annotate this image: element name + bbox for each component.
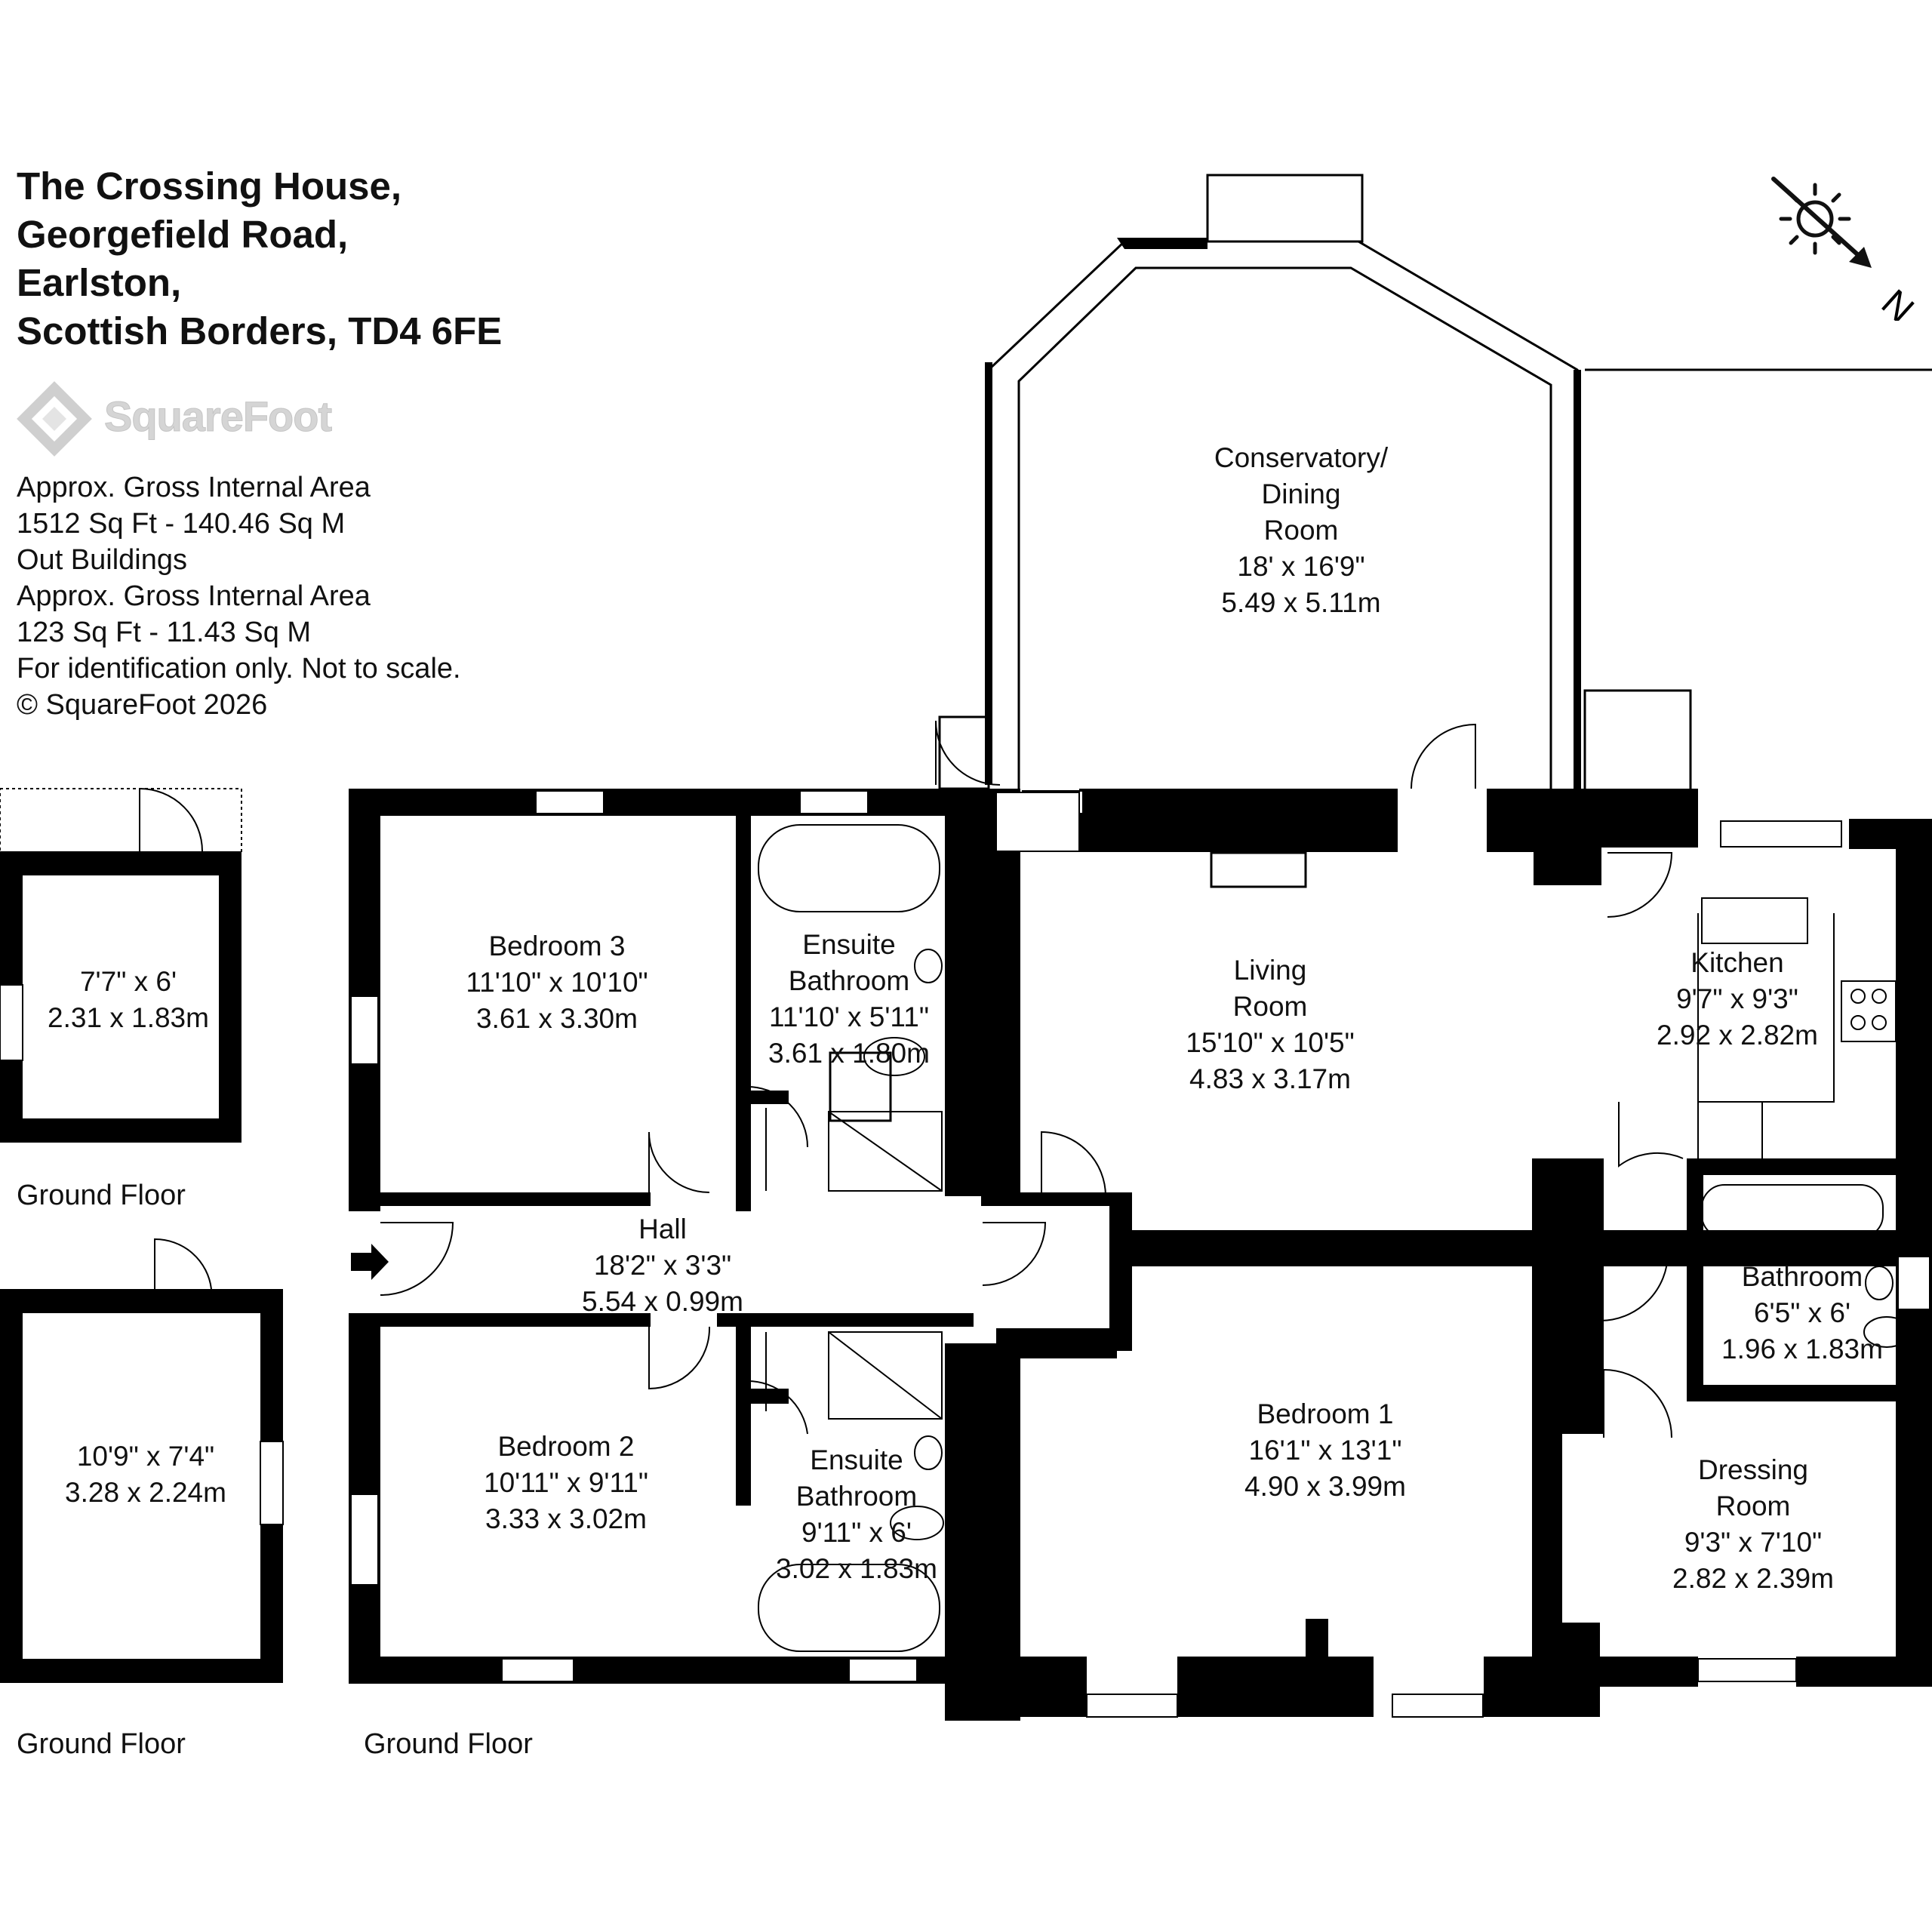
address-line-3: Earlston, — [17, 261, 182, 304]
room-dimensions-imperial: 15'10" x 10'5" — [1186, 1027, 1355, 1058]
room-dimensions-imperial: 16'1" x 13'1" — [1248, 1435, 1402, 1466]
room-name: Living — [1233, 955, 1307, 986]
room-dimensions-imperial: 9'11" x 6' — [801, 1517, 912, 1548]
room-dimensions-metric: 2.92 x 2.82m — [1657, 1020, 1818, 1051]
info-line: Approx. Gross Internal Area — [17, 472, 371, 503]
room-bathroom-label: Bathroom 6'5" x 6' 1.96 x 1.83m — [1721, 1259, 1883, 1367]
room-dimensions-metric: 5.49 x 5.11m — [1221, 587, 1381, 618]
room-dimensions-metric: 4.90 x 3.99m — [1244, 1471, 1406, 1502]
room-dimensions-imperial: 9'7" x 9'3" — [1676, 983, 1798, 1014]
squarefoot-logo-icon — [17, 381, 92, 457]
area-info: Approx. Gross Internal Area 1512 Sq Ft -… — [17, 469, 461, 723]
room-name: Bathroom — [1741, 1261, 1863, 1292]
room-name: Bedroom 1 — [1257, 1398, 1394, 1429]
room-ensuite1-label: Ensuite Bathroom 11'10' x 5'11" 3.61 x 1… — [768, 927, 930, 1072]
room-name: Bedroom 2 — [497, 1431, 635, 1462]
room-name: Room — [1715, 1491, 1791, 1521]
info-line: 123 Sq Ft - 11.43 Sq M — [17, 617, 312, 648]
room-dimensions-metric: 3.28 x 2.24m — [65, 1477, 226, 1508]
info-line: Out Buildings — [17, 544, 188, 576]
property-address: The Crossing House, Georgefield Road, Ea… — [17, 162, 502, 355]
room-dimensions-metric: 2.31 x 1.83m — [48, 1002, 209, 1033]
address-line-4: Scottish Borders, TD4 6FE — [17, 309, 503, 352]
squarefoot-logo: SquareFoot — [15, 381, 355, 464]
room-name: Dressing — [1698, 1454, 1808, 1485]
info-line: 1512 Sq Ft - 140.46 Sq M — [17, 508, 346, 540]
room-dimensions-metric: 3.02 x 1.83m — [776, 1553, 937, 1584]
room-name: Ensuite — [810, 1444, 903, 1475]
room-dimensions-imperial: 10'9" x 7'4" — [76, 1441, 215, 1472]
room-hall-label: Hall 18'2" x 3'3" 5.54 x 0.99m — [582, 1211, 743, 1320]
room-bedroom2-label: Bedroom 2 10'11" x 9'11" 3.33 x 3.02m — [484, 1429, 648, 1537]
address-line-1: The Crossing House, — [17, 165, 402, 208]
room-dimensions-imperial: 18' x 16'9" — [1237, 551, 1365, 582]
room-dimensions-metric: 4.83 x 3.17m — [1189, 1063, 1351, 1094]
room-bedroom3-label: Bedroom 3 11'10" x 10'10" 3.61 x 3.30m — [466, 928, 648, 1037]
room-kitchen-label: Kitchen 9'7" x 9'3" 2.92 x 2.82m — [1657, 945, 1818, 1054]
room-dimensions-metric: 1.96 x 1.83m — [1721, 1334, 1883, 1364]
room-dimensions-metric: 3.61 x 3.30m — [476, 1003, 638, 1034]
room-dimensions-metric: 3.33 x 3.02m — [485, 1503, 647, 1534]
room-name: Bedroom 3 — [488, 931, 626, 961]
outbuilding2-label: 10'9" x 7'4" 3.28 x 2.24m — [65, 1438, 226, 1511]
room-ensuite2-label: Ensuite Bathroom 9'11" x 6' 3.02 x 1.83m — [776, 1442, 937, 1587]
room-dimensions-imperial: 18'2" x 3'3" — [593, 1250, 732, 1281]
room-name: Bathroom — [795, 1481, 918, 1512]
room-name: Conservatory/ — [1214, 442, 1389, 473]
room-dimensions-imperial: 9'3" x 7'10" — [1684, 1527, 1823, 1558]
room-dressing-label: Dressing Room 9'3" x 7'10" 2.82 x 2.39m — [1672, 1452, 1834, 1597]
room-dimensions-metric: 5.54 x 0.99m — [582, 1286, 743, 1317]
floor-label-outbuilding2: Ground Floor — [17, 1728, 186, 1760]
address-line-2: Georgefield Road, — [17, 213, 349, 256]
logo-text: SquareFoot — [103, 392, 332, 441]
room-dimensions-imperial: 6'5" x 6' — [1753, 1297, 1851, 1328]
room-dimensions-imperial: 7'7" x 6' — [79, 966, 177, 997]
info-line: For identification only. Not to scale. — [17, 653, 461, 685]
floor-label-main: Ground Floor — [364, 1728, 533, 1760]
room-name: Room — [1232, 991, 1308, 1022]
info-line: Approx. Gross Internal Area — [17, 580, 371, 612]
room-dimensions-metric: 3.61 x 1.80m — [768, 1038, 930, 1069]
room-dimensions-metric: 2.82 x 2.39m — [1672, 1563, 1834, 1594]
room-name: Kitchen — [1690, 947, 1784, 978]
floor-label-outbuilding1: Ground Floor — [17, 1180, 186, 1211]
room-name: Bathroom — [788, 965, 910, 996]
outbuilding1-label: 7'7" x 6' 2.31 x 1.83m — [48, 964, 209, 1036]
room-name: Dining — [1261, 478, 1341, 509]
room-name: Hall — [638, 1214, 687, 1244]
room-conservatory-label: Conservatory/ Dining Room 18' x 16'9" 5.… — [1214, 440, 1388, 621]
room-dimensions-imperial: 11'10" x 10'10" — [466, 967, 648, 998]
room-name: Ensuite — [802, 929, 896, 960]
copyright-line: © SquareFoot 2026 — [17, 689, 268, 721]
room-bedroom1-label: Bedroom 1 16'1" x 13'1" 4.90 x 3.99m — [1244, 1396, 1406, 1505]
room-name: Room — [1263, 515, 1339, 546]
room-dimensions-imperial: 10'11" x 9'11" — [483, 1467, 649, 1498]
room-dimensions-imperial: 11'10' x 5'11" — [769, 1001, 929, 1032]
room-living-label: Living Room 15'10" x 10'5" 4.83 x 3.17m — [1186, 952, 1355, 1097]
